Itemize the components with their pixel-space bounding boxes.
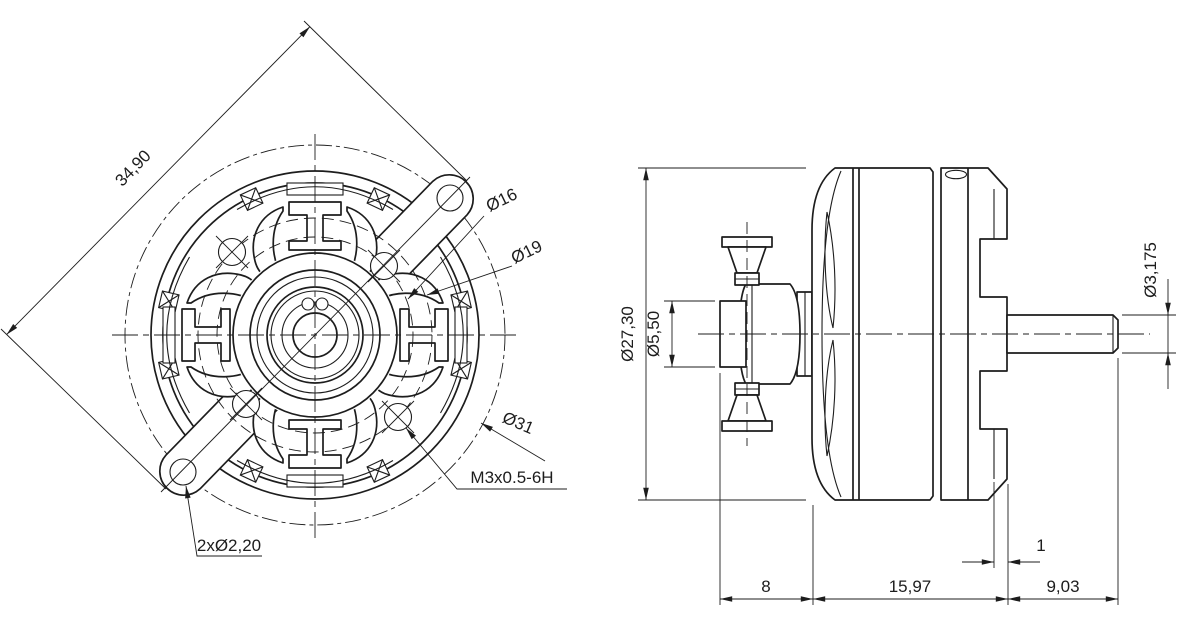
dim-bolt-circle-16-label: Ø16 [483, 184, 520, 215]
dim-diagonal-label: 34,90 [111, 146, 154, 190]
dim-rear-step: 1 [962, 536, 1046, 565]
dim-bolt-circle-19-label: Ø19 [508, 236, 545, 267]
dim-shaft-diameter: Ø3,175 [1122, 242, 1176, 389]
front-centerlines [112, 134, 516, 540]
dim-outer-31-label: Ø31 [500, 408, 537, 438]
shaft-retainer-ear [315, 297, 329, 311]
shaft-retainer-ear [301, 297, 315, 311]
dim-shaft-length: 9,03 [1008, 577, 1118, 602]
front-view: 34,90 Ø16 Ø19 Ø31 M3x0.5-6H 2xØ2,20 [0, 20, 567, 557]
dim-collet-diameter-label: Ø5,50 [644, 311, 663, 357]
dim-arm-holes: 2xØ2,20 [185, 485, 262, 557]
dim-adapter-length-label: 8 [761, 577, 770, 596]
dim-collet-diameter: Ø5,50 [644, 300, 715, 368]
dim-arm-holes-label: 2xØ2,20 [197, 536, 261, 555]
dim-bell-diameter: Ø27,30 [618, 167, 806, 501]
dim-bell-diameter-label: Ø27,30 [618, 306, 637, 362]
dim-thread-label: M3x0.5-6H [470, 468, 553, 487]
side-centerlines [698, 222, 1150, 446]
dim-rear-step-label: 1 [1036, 536, 1045, 555]
dim-thread: M3x0.5-6H [405, 427, 567, 490]
wire-hole [944, 169, 968, 180]
dim-adapter-length: 8 [720, 577, 813, 602]
arm-hole [169, 458, 197, 486]
dim-shaft-diameter-label: Ø3,175 [1141, 242, 1160, 298]
cooling-slot [824, 211, 836, 329]
dim-body-length-label: 15,97 [889, 577, 932, 596]
bottom-extension-lines [719, 358, 1119, 605]
dim-shaft-length-label: 9,03 [1046, 577, 1079, 596]
dim-outer-31: Ø31 [480, 408, 546, 462]
cooling-slot [824, 339, 836, 457]
dim-body-length: 15,97 [813, 577, 1008, 602]
side-view: Ø27,30 Ø5,50 Ø3,175 [618, 167, 1176, 605]
